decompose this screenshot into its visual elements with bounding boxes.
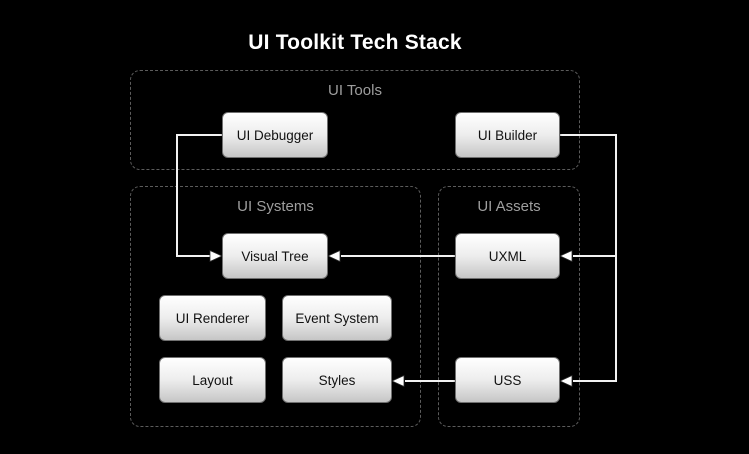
diagram-title: UI Toolkit Tech Stack — [248, 31, 462, 54]
node-layout: Layout — [159, 357, 266, 403]
node-ui-debugger: UI Debugger — [222, 112, 328, 158]
group-ui-systems-label: UI Systems — [237, 198, 314, 215]
node-visual-tree: Visual Tree — [222, 233, 328, 279]
group-ui-tools: UI Tools — [130, 70, 580, 170]
node-ui-renderer: UI Renderer — [159, 295, 266, 341]
group-ui-tools-label: UI Tools — [328, 82, 382, 99]
node-uxml: UXML — [455, 233, 560, 279]
group-ui-systems: UI Systems — [130, 186, 421, 427]
node-styles: Styles — [282, 357, 392, 403]
group-ui-assets-label: UI Assets — [477, 198, 541, 215]
node-event-system: Event System — [282, 295, 392, 341]
node-ui-builder: UI Builder — [455, 112, 560, 158]
node-uss: USS — [455, 357, 560, 403]
